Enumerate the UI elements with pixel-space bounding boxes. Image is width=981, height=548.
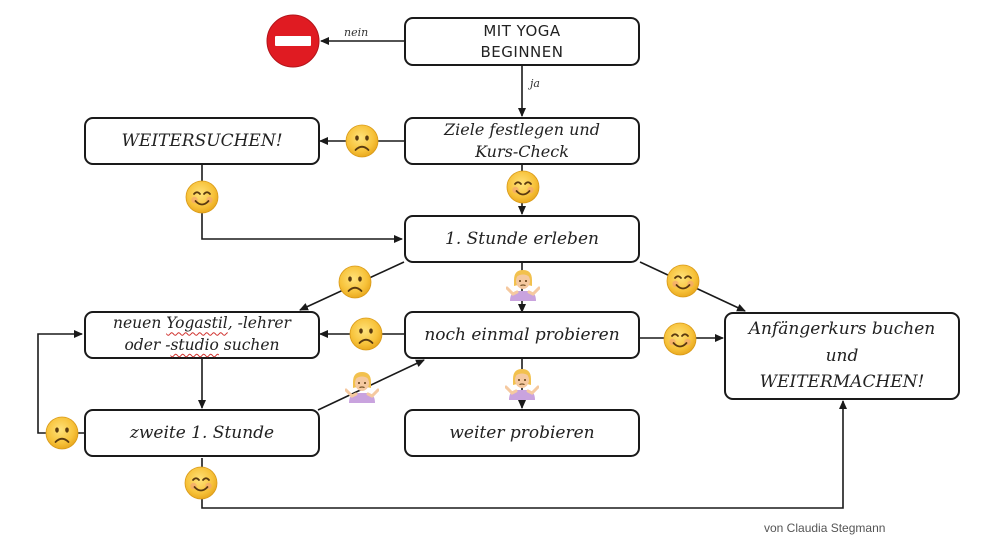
node-new-style: neuen Yogastil, -lehrer oder -studio suc… [84, 311, 320, 359]
node-first-lesson: 1. Stunde erleben [404, 215, 640, 263]
node-new-style-word3: studio [170, 336, 219, 354]
node-beginner-course: Anfängerkurs buchen und WEITERMACHEN! [724, 312, 960, 400]
shrugging-woman-icon [506, 268, 540, 302]
smiling-face-icon [506, 170, 540, 204]
node-set-goals: Ziele festlegen und Kurs-Check [404, 117, 640, 165]
frowning-face-icon [349, 317, 383, 351]
node-new-style-line2a: oder - [124, 336, 171, 354]
node-keep-searching: WEITERSUCHEN! [84, 117, 320, 165]
arrow-keep-searching-to-first-lesson [201, 165, 403, 243]
node-new-style-rest1: , -lehrer [227, 314, 291, 333]
node-keep-trying: weiter probieren [404, 409, 640, 457]
node-new-style-word2: Yogastil [166, 314, 228, 333]
smiling-face-icon [185, 180, 219, 214]
node-try-again-label: noch einmal probieren [424, 324, 620, 345]
edge-label-no: nein [344, 26, 369, 39]
node-beginner-course-label: Anfängerkurs buchen und WEITERMACHEN! [748, 319, 936, 393]
node-start-line2: BEGINNEN [480, 42, 564, 61]
frowning-face-icon [345, 124, 379, 158]
smiling-face-icon [184, 466, 218, 500]
node-set-goals-label: Ziele festlegen und Kurs-Check [444, 119, 600, 161]
no-entry-sign-icon [266, 14, 320, 68]
smiling-face-icon [666, 264, 700, 298]
node-second-first-lesson-label: zweite 1. Stunde [129, 422, 275, 443]
node-start-line1: MIT YOGA [483, 22, 561, 41]
node-try-again: noch einmal probieren [404, 311, 640, 359]
node-new-style-word1: neuen [113, 314, 162, 333]
shrugging-woman-icon [345, 370, 379, 404]
node-first-lesson-label: 1. Stunde erleben [445, 228, 599, 249]
shrugging-woman-icon [505, 367, 539, 401]
frowning-face-icon [45, 416, 79, 450]
frowning-face-icon [338, 265, 372, 299]
node-second-first-lesson: zweite 1. Stunde [84, 409, 320, 457]
node-keep-trying-label: weiter probieren [449, 422, 595, 443]
node-new-style-line2b: suchen [218, 336, 280, 354]
node-keep-searching-label: WEITERSUCHEN! [121, 130, 283, 151]
smiling-face-icon [663, 322, 697, 356]
edge-label-yes: ja [530, 77, 540, 90]
author-credit: von Claudia Stegmann [764, 521, 886, 535]
